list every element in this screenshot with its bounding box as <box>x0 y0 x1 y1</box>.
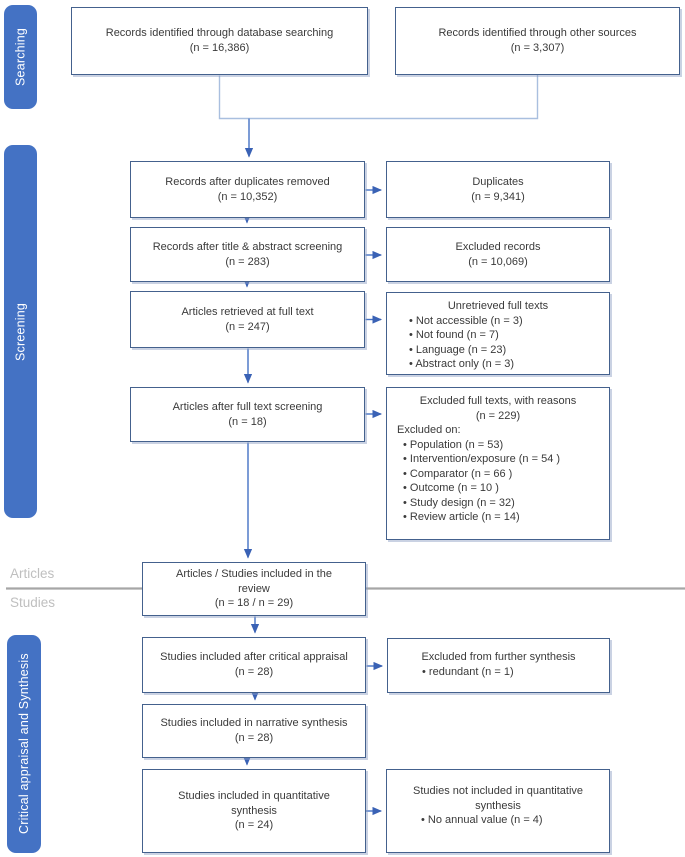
box-text: Studies included in quantitative synthes… <box>178 790 330 817</box>
bullet-item: No annual value (n = 4) <box>421 813 605 828</box>
box-title: Excluded from further synthesis <box>421 651 576 663</box>
box-count: (n = 10,352) <box>217 190 278 203</box>
box-count: (n = 28) <box>234 732 274 744</box>
box-title: Excluded full texts, with reasons <box>419 395 577 407</box>
flow-box-database-searching: Records identified through database sear… <box>71 7 368 75</box>
box-count: (n = 16,386) <box>189 42 250 54</box>
bullet-list: redundant (n = 1) <box>388 665 609 680</box>
box-text: Articles retrieved at full text <box>181 305 314 318</box>
box-text: Records after title & abstract screening <box>152 240 343 253</box>
flow-box-quantitative-synthesis: Studies included in quantitative synthes… <box>142 769 366 853</box>
box-count: (n = 10,069) <box>468 255 528 268</box>
box-count: (n = 9,341) <box>471 190 525 203</box>
flow-box-included-in-review: Articles / Studies included in the revie… <box>142 562 366 616</box>
box-text: Duplicates <box>472 175 524 188</box>
flow-box-excluded-fulltexts: Excluded full texts, with reasons (n = 2… <box>386 387 610 540</box>
flow-box-narrative-synthesis: Studies included in narrative synthesis … <box>142 704 366 758</box>
box-count: (n = 247) <box>225 320 270 333</box>
box-text: Records identified through database sear… <box>105 27 334 40</box>
flow-box-title-abstract-screening: Records after title & abstract screening… <box>130 227 365 282</box>
flow-box-excluded-records: Excluded records (n = 10,069) <box>386 227 610 282</box>
flow-box-excluded-further-synthesis: Excluded from further synthesis redundan… <box>387 638 610 693</box>
flow-box-not-in-quantitative-synthesis: Studies not included in quantitative syn… <box>386 769 610 853</box>
divider-label-studies: Studies <box>10 595 56 610</box>
box-text: Articles after full text screening <box>172 400 323 413</box>
merge-elbow-line <box>218 74 539 120</box>
bullet-item: Comparator (n = 66 ) <box>403 467 605 482</box>
flow-box-critical-appraisal: Studies included after critical appraisa… <box>142 637 366 693</box>
box-text: Studies included after critical appraisa… <box>160 651 348 664</box>
bullet-item: Language (n = 23) <box>409 343 605 358</box>
box-lead: Excluded on: <box>397 424 461 437</box>
box-count: (n = 18) <box>228 415 267 428</box>
box-title: Unretrieved full texts <box>447 300 549 312</box>
bullet-item: Abstract only (n = 3) <box>409 357 605 372</box>
bullet-item: Intervention/exposure (n = 54 ) <box>403 452 605 467</box>
bullet-item: Not found (n = 7) <box>409 328 605 343</box>
stage-label-screening: Screening <box>4 145 37 518</box>
bullet-list: Not accessible (n = 3) Not found (n = 7)… <box>387 314 609 372</box>
box-text: Articles / Studies included in the revie… <box>176 568 332 595</box>
bullet-item: Population (n = 53) <box>403 438 605 453</box>
bullet-item: Study design (n = 32) <box>403 496 605 511</box>
flow-box-duplicates-removed: Records after duplicates removed (n = 10… <box>130 161 365 218</box>
box-text: Records after duplicates removed <box>165 175 330 188</box>
box-count: (n = 283) <box>225 255 270 268</box>
stage-label-searching: Searching <box>4 5 37 109</box>
box-count: (n = 18 / n = 29) <box>214 597 294 610</box>
flow-box-other-sources: Records identified through other sources… <box>395 7 680 75</box>
bullet-item: Review article (n = 14) <box>403 510 605 525</box>
flow-box-duplicates: Duplicates (n = 9,341) <box>386 161 610 218</box>
bullet-item: Outcome (n = 10 ) <box>403 481 605 496</box>
box-title: Studies not included in quantitative syn… <box>413 785 584 812</box>
bullet-list: Population (n = 53) Intervention/exposur… <box>387 438 609 525</box>
box-text: Studies included in narrative synthesis <box>160 717 348 730</box>
box-count: (n = 28) <box>234 666 274 678</box>
stage-label-critical-appraisal: Critical appraisal and Synthesis <box>7 635 41 853</box>
box-count: (n = 24) <box>234 819 274 832</box>
flow-box-fulltext-screening: Articles after full text screening (n = … <box>130 387 365 442</box>
box-count: (n = 3,307) <box>510 42 565 54</box>
bullet-item: redundant (n = 1) <box>422 665 605 680</box>
box-count: (n = 229) <box>475 409 521 422</box>
divider-label-articles: Articles <box>10 566 55 581</box>
flow-box-fulltext-retrieved: Articles retrieved at full text (n = 247… <box>130 291 365 348</box>
flow-box-unretrieved-fulltexts: Unretrieved full texts Not accessible (n… <box>386 292 610 375</box>
bullet-list: No annual value (n = 4) <box>387 813 609 828</box>
bullet-item: Not accessible (n = 3) <box>409 314 605 329</box>
box-text: Excluded records <box>455 240 541 253</box>
box-text: Records identified through other sources <box>438 27 637 40</box>
